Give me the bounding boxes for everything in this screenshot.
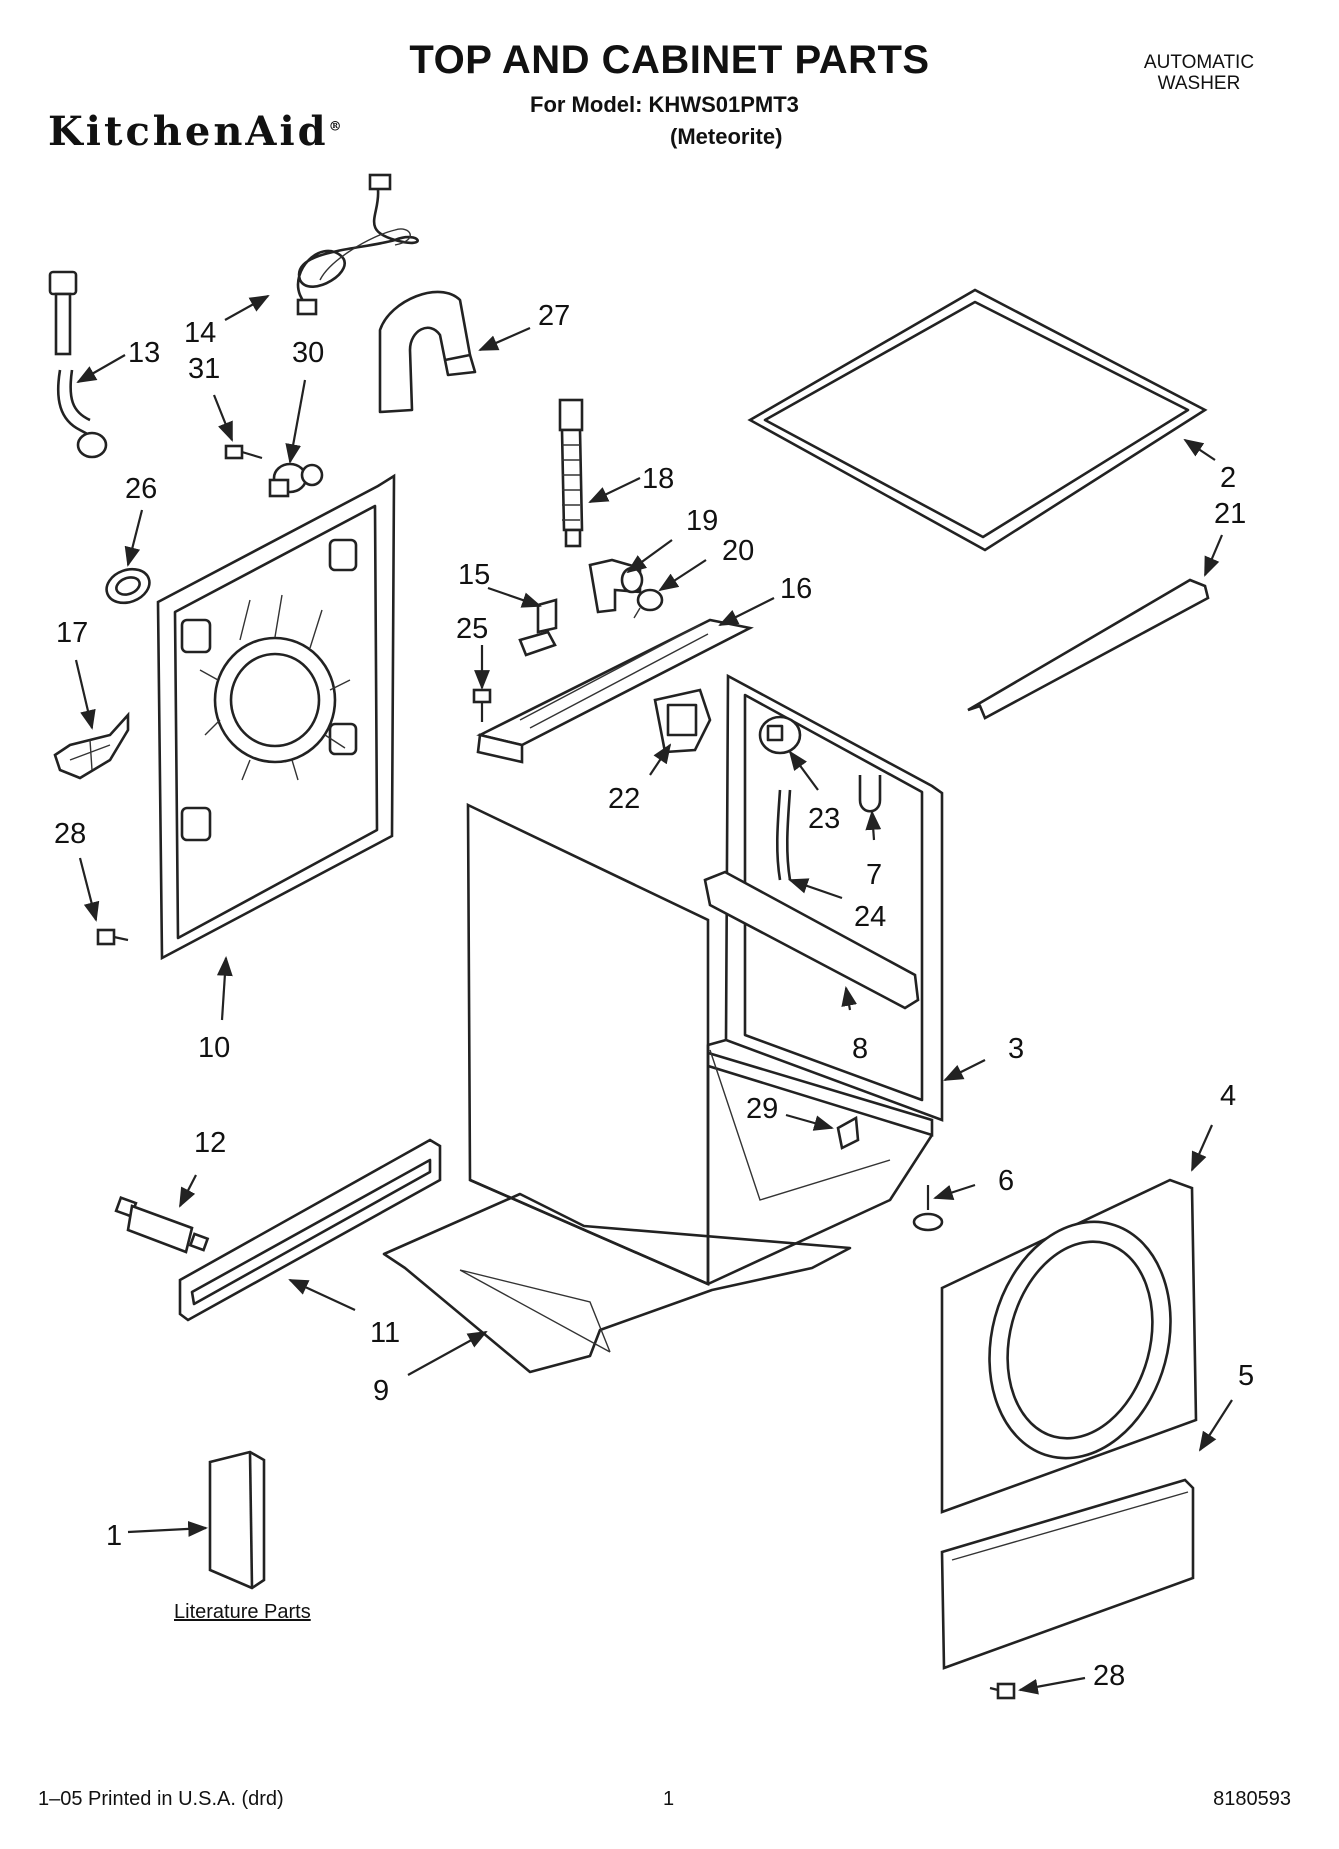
part-24-pressure-tube bbox=[775, 789, 792, 881]
page-title: TOP AND CABINET PARTS bbox=[409, 38, 930, 82]
callout-6: 6 bbox=[998, 1165, 1014, 1197]
part-17-bracket bbox=[53, 711, 130, 780]
page-number: 1 bbox=[663, 1788, 675, 1810]
callout-18: 18 bbox=[642, 463, 674, 495]
callout-26: 26 bbox=[125, 473, 157, 505]
model-color: (Meteorite) bbox=[670, 124, 783, 149]
callout-3: 3 bbox=[1008, 1033, 1024, 1065]
part-30-clamp bbox=[268, 462, 324, 498]
appliance-type-line1: AUTOMATIC bbox=[1143, 52, 1255, 73]
callout-20: 20 bbox=[722, 535, 754, 567]
part-16-top-rail bbox=[476, 618, 754, 764]
part-20-clamp bbox=[633, 588, 664, 619]
part-27-hose-guide bbox=[378, 290, 477, 414]
part-26-grommet bbox=[105, 567, 151, 605]
callout-5: 5 bbox=[1238, 1360, 1254, 1392]
part-28-screw-right bbox=[989, 1682, 1016, 1700]
callout-29: 29 bbox=[746, 1093, 778, 1125]
callout-7: 7 bbox=[866, 859, 882, 891]
part-15-clip bbox=[518, 598, 558, 657]
leader-lines bbox=[74, 295, 1233, 1695]
brand-logo: KitchenAid® bbox=[48, 108, 342, 155]
callout-25: 25 bbox=[456, 613, 488, 645]
part-14-power-cord bbox=[296, 173, 419, 316]
callout-14: 14 bbox=[184, 317, 216, 349]
part-31-screw bbox=[224, 444, 263, 460]
callout-27: 27 bbox=[538, 300, 570, 332]
callout-22: 22 bbox=[608, 783, 640, 815]
callout-19: 19 bbox=[686, 505, 718, 537]
callout-4: 4 bbox=[1220, 1080, 1236, 1112]
part-29-clip bbox=[836, 1115, 860, 1150]
callout-9: 9 bbox=[373, 1375, 389, 1407]
part-22-lid-switch bbox=[653, 688, 712, 754]
appliance-type: AUTOMATIC WASHER bbox=[1119, 52, 1279, 94]
callout-13: 13 bbox=[128, 337, 160, 369]
part-8-rear-brace bbox=[703, 870, 920, 1010]
part-25-screw bbox=[472, 688, 492, 722]
part-28-screw-left bbox=[96, 928, 129, 946]
callout-21: 21 bbox=[1214, 498, 1246, 530]
callout-23: 23 bbox=[808, 803, 840, 835]
part-12-damper bbox=[114, 1196, 210, 1254]
part-9-base-pad bbox=[382, 1192, 852, 1374]
callout-2: 2 bbox=[1220, 462, 1236, 494]
callout-24: 24 bbox=[854, 901, 886, 933]
callout-11: 11 bbox=[370, 1317, 400, 1349]
registered-mark: ® bbox=[328, 119, 342, 135]
callout-17: 17 bbox=[56, 617, 88, 649]
callout-28-lower: 28 bbox=[1093, 1660, 1125, 1692]
brand-logo-text: KitchenAid bbox=[48, 108, 329, 155]
part-3-cabinet bbox=[466, 673, 944, 1286]
callout-1: 1 bbox=[106, 1520, 122, 1552]
callout-28: 28 bbox=[54, 818, 86, 850]
part-18-drain-hose bbox=[558, 398, 584, 548]
part-23-pressure-switch bbox=[758, 715, 802, 755]
part-2-lid-gasket bbox=[747, 288, 1208, 552]
model-number: For Model: KHWS01PMT3 bbox=[530, 92, 799, 117]
part-6-leveling-leg bbox=[912, 1185, 944, 1232]
literature-parts-label: Literature Parts bbox=[174, 1601, 311, 1623]
document-number: 8180593 bbox=[1213, 1788, 1291, 1810]
callout-8: 8 bbox=[852, 1033, 868, 1065]
callout-31: 31 bbox=[188, 353, 220, 385]
callout-10: 10 bbox=[198, 1032, 230, 1064]
callout-30: 30 bbox=[292, 337, 324, 369]
appliance-type-line2: WASHER bbox=[1157, 73, 1241, 94]
part-11-base-rail bbox=[178, 1138, 442, 1322]
print-info: 1–05 Printed in U.S.A. (drd) bbox=[38, 1788, 284, 1810]
part-13-inlet-hose bbox=[48, 270, 108, 459]
part-4-front-panel bbox=[940, 1178, 1198, 1514]
part-5-toe-panel bbox=[940, 1478, 1195, 1670]
part-1-literature bbox=[208, 1450, 266, 1590]
callout-16: 16 bbox=[780, 573, 812, 605]
callout-15: 15 bbox=[458, 559, 490, 591]
callout-12: 12 bbox=[194, 1127, 226, 1159]
part-21-brace bbox=[967, 578, 1210, 720]
part-10-rear-panel bbox=[156, 473, 396, 961]
